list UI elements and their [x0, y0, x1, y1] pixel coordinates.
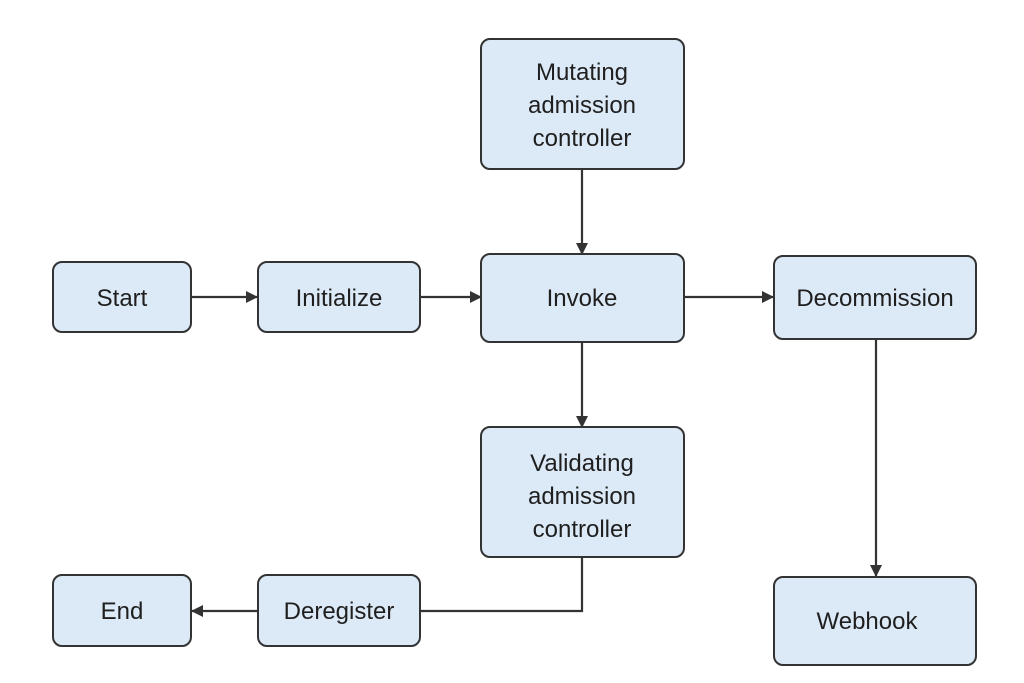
node-start: Start	[52, 261, 192, 333]
node-invoke-label: Invoke	[547, 285, 618, 312]
node-validating-line-2: admission	[528, 483, 636, 510]
node-mutating-admission-controller: Mutating admission controller	[480, 38, 685, 170]
node-webhook: Webhook	[773, 576, 977, 666]
node-validating-admission-controller: Validating admission controller	[480, 426, 685, 558]
node-mutating-line-2: admission	[528, 92, 636, 119]
node-decommission: Decommission	[773, 255, 977, 340]
node-deregister: Deregister	[257, 574, 421, 647]
node-end-label: End	[101, 598, 144, 625]
node-initialize: Initialize	[257, 261, 421, 333]
node-mutating-line-3: controller	[533, 125, 632, 152]
node-validating-line-1: Validating	[530, 450, 634, 477]
edge-validating-to-deregister	[420, 557, 584, 613]
node-mutating-line-1: Mutating	[536, 59, 628, 86]
node-webhook-label: Webhook	[817, 608, 919, 635]
node-invoke: Invoke	[480, 253, 685, 343]
node-end: End	[52, 574, 192, 647]
node-initialize-label: Initialize	[296, 285, 383, 312]
node-deregister-label: Deregister	[284, 598, 395, 625]
node-start-label: Start	[97, 285, 148, 312]
node-decommission-label: Decommission	[796, 285, 953, 312]
node-validating-line-3: controller	[533, 516, 632, 543]
